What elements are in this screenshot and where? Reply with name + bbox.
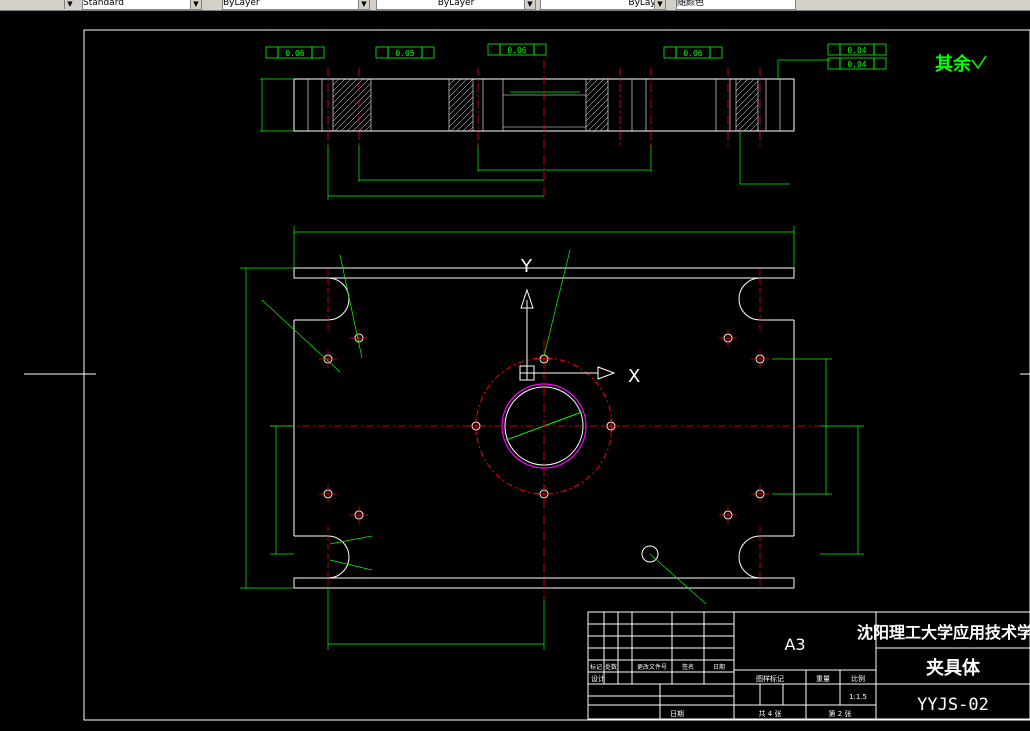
dropdown-arrow-icon[interactable]: ▼ bbox=[654, 0, 665, 9]
layer-value: ByLayer bbox=[223, 0, 260, 8]
title-row-label: 处数 bbox=[605, 663, 617, 671]
cad-toolbar: ▼ Standard ▼ ByLayer ▼ ByLayer ▼ ByLayer… bbox=[0, 0, 1030, 11]
layer-select[interactable]: ByLayer bbox=[222, 0, 370, 10]
linetype-select[interactable]: ByLayer bbox=[376, 0, 536, 10]
drawing-canvas[interactable]: 0.06 0.05 0.06 0.06 0.04 0.04 bbox=[0, 10, 1030, 731]
tolerance-frame: 0.04 bbox=[827, 43, 887, 56]
tolerance-value: 0.04 bbox=[847, 46, 866, 55]
text-style-select[interactable]: Standard bbox=[82, 0, 202, 10]
drawing-border bbox=[83, 29, 1030, 721]
tolerance-value: 0.05 bbox=[395, 49, 414, 58]
date-label: 日期 bbox=[670, 710, 684, 718]
tolerance-value: 0.06 bbox=[285, 49, 304, 58]
title-row-label: 更改文件号 bbox=[637, 663, 667, 671]
axis-y-label: Y bbox=[520, 256, 533, 277]
school-name: 沈阳理工大学应用技术学院 bbox=[857, 623, 1030, 642]
section-view bbox=[260, 59, 830, 200]
stage-label: 图样标记 bbox=[756, 674, 784, 683]
dropdown-arrow-icon[interactable]: ▼ bbox=[524, 0, 535, 9]
tolerance-frame: 0.05 bbox=[375, 46, 435, 59]
design-label: 设计 bbox=[591, 674, 605, 683]
part-name: 夹具体 bbox=[926, 657, 981, 679]
ucs-icon bbox=[519, 288, 616, 381]
tolerance-frame: 0.06 bbox=[487, 43, 547, 56]
axis-x-label: X bbox=[628, 366, 640, 387]
title-row-label: 标记 bbox=[590, 663, 602, 671]
sheet-size: A3 bbox=[784, 635, 805, 654]
plan-view bbox=[240, 226, 864, 650]
lineweight-value: ByLayer bbox=[628, 0, 665, 8]
title-row-label: 日期 bbox=[713, 663, 725, 671]
tolerance-value: 0.06 bbox=[683, 49, 702, 58]
scale-label: 比例 bbox=[851, 674, 865, 683]
tolerance-frame: 0.06 bbox=[663, 46, 723, 59]
text-style-value: Standard bbox=[83, 0, 124, 8]
roughness-symbol-icon bbox=[971, 55, 987, 70]
scale-value: 1:1.5 bbox=[849, 693, 867, 701]
title-row-label: 签名 bbox=[682, 663, 694, 671]
lineweight-select[interactable]: ByLayer bbox=[540, 0, 666, 10]
title-block bbox=[587, 611, 1030, 720]
tolerance-value: 0.04 bbox=[847, 60, 866, 69]
dropdown-arrow-icon[interactable]: ▼ bbox=[64, 0, 75, 9]
tolerance-frames: 0.06 0.05 0.06 0.06 0.04 0.04 bbox=[265, 43, 887, 70]
tolerance-frame: 0.06 bbox=[265, 46, 325, 59]
linetype-value: ByLayer bbox=[437, 0, 475, 8]
roughness-note: 其余 bbox=[935, 53, 972, 75]
drawing-number: YYJS-02 bbox=[917, 695, 989, 715]
tolerance-frame: 0.04 bbox=[827, 57, 887, 70]
plot-style-value: 随颜色 bbox=[677, 0, 705, 8]
dropdown-arrow-icon[interactable]: ▼ bbox=[358, 0, 369, 9]
plot-style-select[interactable]: 随颜色 bbox=[676, 0, 796, 10]
tolerance-value: 0.06 bbox=[507, 46, 526, 55]
dropdown-arrow-icon[interactable]: ▼ bbox=[190, 0, 201, 9]
sheets-total: 共 4 张 bbox=[759, 709, 782, 718]
weight-label: 重量 bbox=[816, 675, 830, 683]
sheet-index: 第 2 张 bbox=[829, 709, 852, 718]
